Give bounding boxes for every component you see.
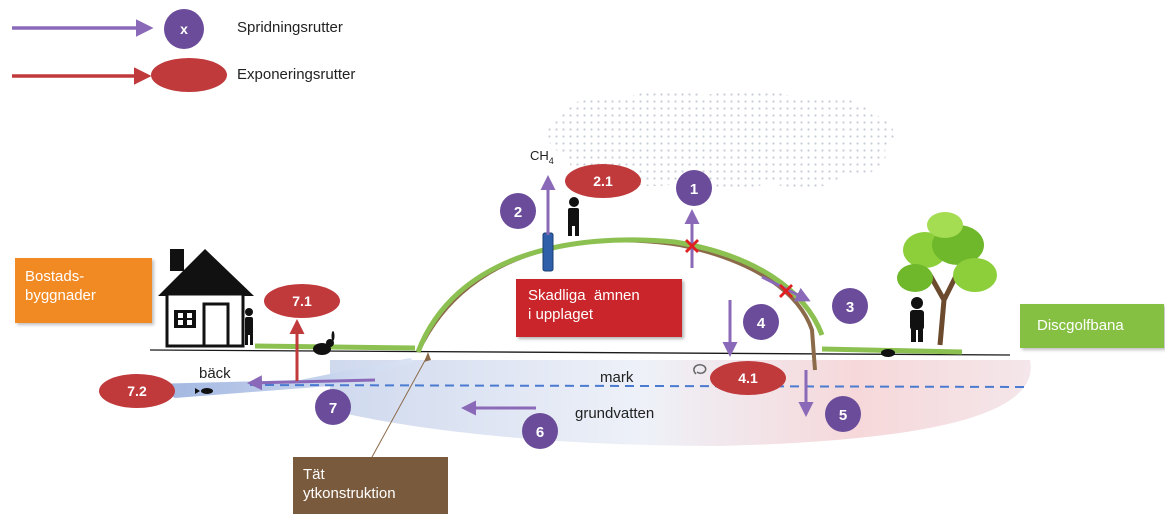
legend-exposure-label: Exponeringsrutter	[237, 66, 356, 83]
person-mound-icon	[568, 197, 579, 236]
box-tat-line-2: ytkonstruktion	[303, 485, 396, 502]
svg-text:6: 6	[536, 424, 544, 441]
box-discgolfbana: Discgolfbana	[1020, 304, 1164, 348]
exposure-badge-4-1: 4.1	[710, 361, 786, 395]
spread-badge-7: 7	[315, 389, 351, 425]
box-skadliga-amnen: Skadliga ämnen i upplaget	[516, 279, 682, 337]
legend: x	[12, 9, 227, 92]
mole-icon	[881, 349, 895, 357]
ground-line	[149, 349, 1011, 356]
stream	[150, 358, 415, 398]
svg-text:5: 5	[839, 407, 847, 424]
gas-well	[542, 232, 554, 272]
person-left-icon	[245, 308, 253, 345]
svg-text:7.2: 7.2	[127, 383, 147, 399]
mark-label: mark	[600, 369, 634, 386]
exposure-badge-7-1: 7.1	[264, 284, 340, 318]
spread-arrow-7	[247, 375, 376, 391]
svg-text:2: 2	[514, 204, 522, 221]
tat-pointer	[371, 354, 429, 458]
svg-text:2.1: 2.1	[593, 173, 613, 189]
box-bostad-line-2: byggnader	[25, 287, 96, 304]
svg-text:7: 7	[329, 400, 337, 417]
spread-badge-2: 2	[500, 193, 536, 229]
exposure-badge-2-1: 2.1	[565, 164, 641, 198]
exposure-badge-7-2: 7.2	[99, 374, 175, 408]
box-skadliga-line-2: i upplaget	[528, 306, 594, 323]
spread-badge-5: 5	[825, 396, 861, 432]
legend-spread-badge	[164, 9, 204, 49]
fish-icon	[195, 388, 213, 394]
worm-icon	[693, 363, 707, 375]
spread-badge-4: 4	[743, 304, 779, 340]
box-bostad-line-1: Bostads-	[25, 268, 85, 285]
person-right-icon	[910, 297, 924, 342]
cross-icon	[685, 239, 699, 253]
spread-badge-6: 6	[522, 413, 558, 449]
spread-badge-3: 3	[832, 288, 868, 324]
legend-spread-marker: x	[180, 21, 188, 37]
legend-exposure-badge	[151, 58, 227, 92]
svg-text:3: 3	[846, 299, 854, 316]
grundvatten-label: grundvatten	[575, 405, 654, 422]
box-disc-label: Discgolfbana	[1037, 317, 1124, 334]
ch4-label: CH4	[530, 148, 554, 166]
svg-text:1: 1	[690, 181, 698, 198]
tat-pointer-head	[424, 352, 431, 362]
svg-text:7.1: 7.1	[292, 293, 312, 309]
groundwater-level	[249, 384, 1031, 388]
grass-left	[254, 343, 416, 351]
cross-icon	[779, 284, 793, 298]
svg-text:4.1: 4.1	[738, 370, 758, 386]
box-skadliga-line-1: Skadliga ämnen	[528, 287, 640, 304]
groundwater-zone	[330, 360, 1031, 446]
svg-text:4: 4	[757, 315, 766, 332]
box-tat-line-1: Tät	[303, 466, 325, 483]
back-label: bäck	[199, 365, 231, 382]
box-bostadsbyggnader: Bostads- byggnader	[15, 258, 152, 323]
box-tat-ytkonstruktion: Tät ytkonstruktion	[293, 457, 448, 514]
rabbit-icon	[313, 331, 335, 355]
gas-cloud	[547, 89, 894, 189]
legend-spread-label: Spridningsrutter	[237, 19, 343, 36]
house-icon	[158, 249, 254, 348]
tree-icon	[897, 212, 997, 346]
spread-badge-1: 1	[676, 170, 712, 206]
